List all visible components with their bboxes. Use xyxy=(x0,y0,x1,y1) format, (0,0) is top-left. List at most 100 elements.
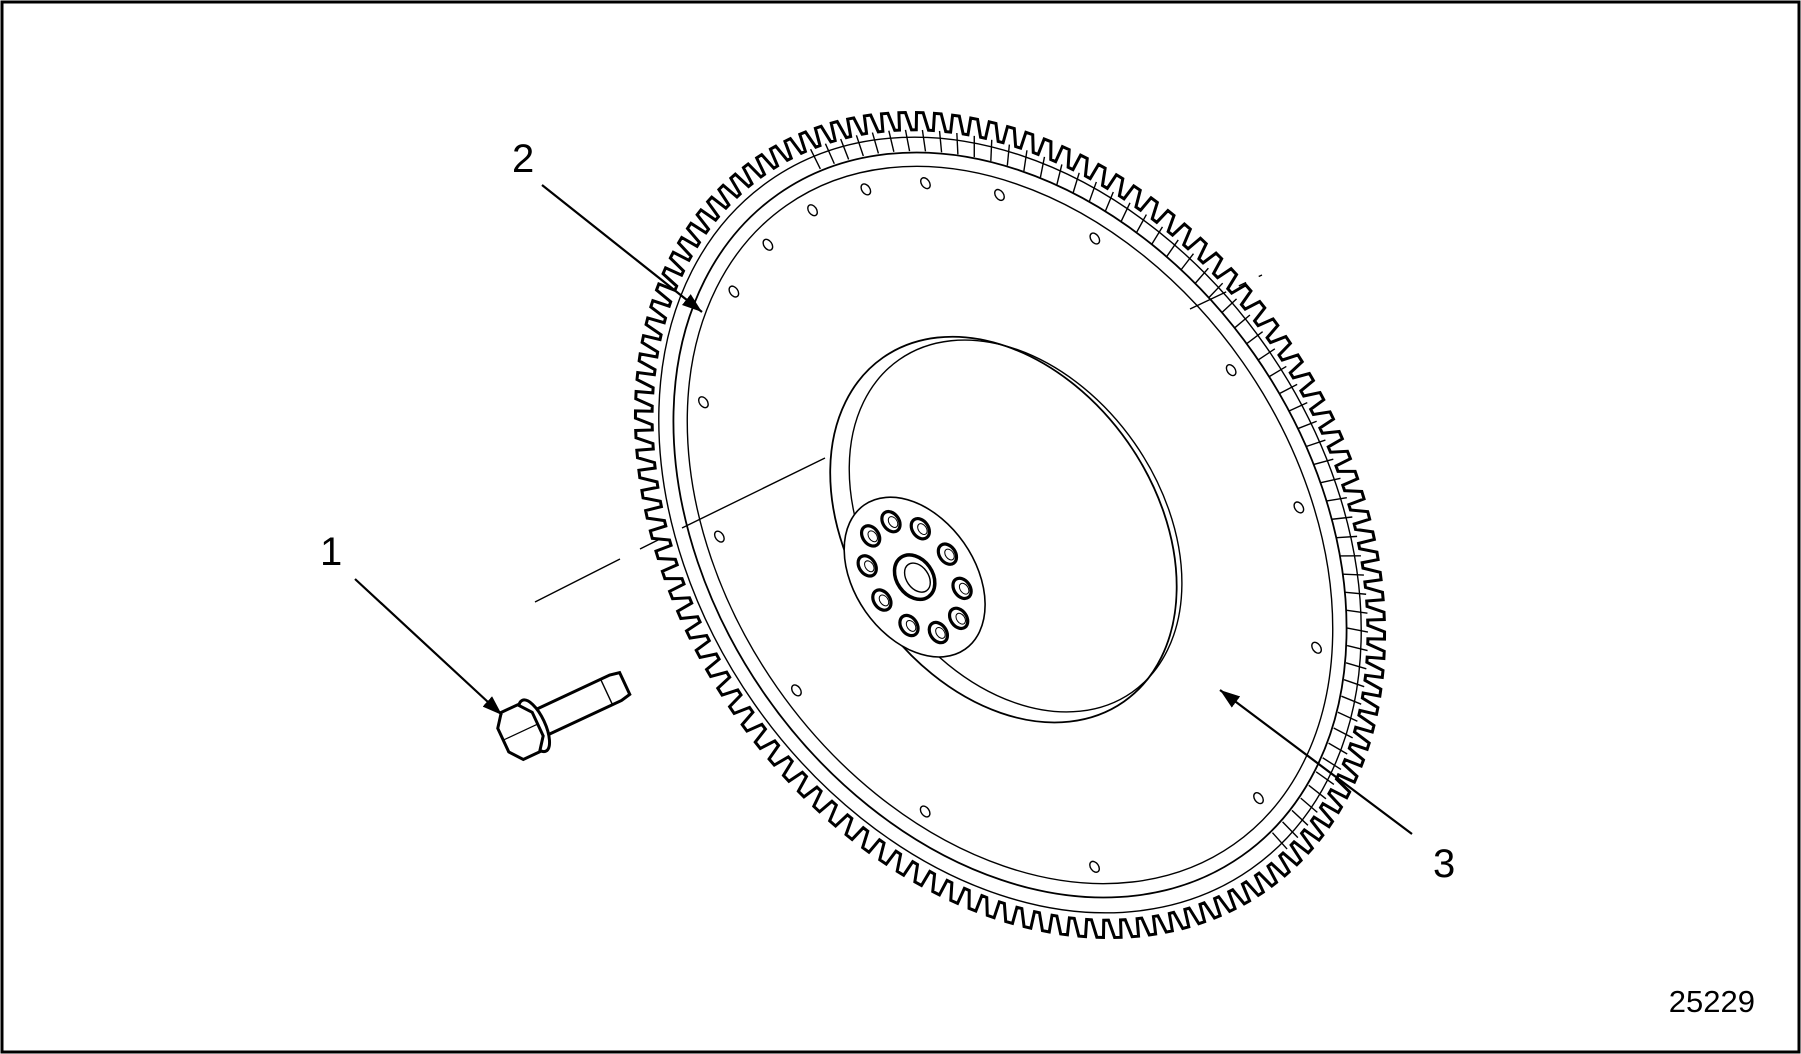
gear-tooth-side xyxy=(1345,591,1367,595)
rim-hole xyxy=(1225,364,1237,377)
rim-hole xyxy=(919,177,931,190)
gear-tooth-side xyxy=(855,135,864,157)
gear-tooth-side xyxy=(1320,477,1341,484)
gear-tooth-side xyxy=(1347,627,1369,633)
rim-hole xyxy=(790,684,802,697)
gear-tooth-side xyxy=(1343,573,1364,576)
callout-arrow-2 xyxy=(541,184,703,313)
rim-hole xyxy=(1293,501,1305,514)
gear-tooth-side xyxy=(1104,191,1114,212)
gear-tooth-side xyxy=(1306,439,1326,448)
callout-arrow-1 xyxy=(354,578,503,716)
gear-tooth-side xyxy=(1313,458,1334,466)
callout-label-2: 2 xyxy=(512,137,534,181)
gear-tooth-side xyxy=(1257,348,1276,361)
gear-tooth-side xyxy=(871,132,880,154)
hub-bolt-hole-bore xyxy=(905,619,917,632)
gear-tooth-side xyxy=(840,138,850,160)
gear-tooth-side xyxy=(1072,172,1080,193)
gear-tooth-side xyxy=(1039,156,1046,178)
gear-tooth-side xyxy=(809,148,821,170)
gear-tooth-side xyxy=(1194,267,1209,284)
gear-tooth-side xyxy=(1343,679,1365,688)
gear-tooth-side xyxy=(1333,727,1353,739)
gear-tooth-side xyxy=(888,130,895,152)
gear-tooth-side xyxy=(1337,711,1358,722)
hub-bolt-hole-bore xyxy=(867,530,878,543)
bolt-shank xyxy=(533,670,632,738)
rim-hole xyxy=(1089,860,1101,873)
flywheel-outer-rim xyxy=(672,151,1348,899)
rim-hole xyxy=(807,204,818,217)
rim-hole xyxy=(860,183,872,196)
figure-number: 25229 xyxy=(1669,984,1755,1019)
flywheel xyxy=(633,110,1387,940)
flywheel-rim-holes xyxy=(697,177,1323,873)
bolt xyxy=(496,670,632,762)
gear-tooth-side xyxy=(1341,695,1362,705)
gear-tooth-side xyxy=(1023,150,1028,172)
gear-tooth-side xyxy=(1221,298,1238,314)
gear-tooth-side xyxy=(1326,496,1347,502)
hub-bolt-hole-bore xyxy=(878,594,890,607)
hub-bolt-hole-bore xyxy=(935,627,946,639)
rim-hole xyxy=(713,530,725,543)
bolt-head-edge xyxy=(502,723,538,741)
gear-tooth-side xyxy=(1288,402,1308,412)
gear-tooth-side xyxy=(1006,144,1011,166)
gear-tooth-side xyxy=(1180,253,1195,271)
gear-tooth-side xyxy=(1308,784,1327,800)
gear-tooth-side xyxy=(1328,742,1348,755)
rim-hole xyxy=(1089,232,1101,245)
center-line-rear xyxy=(1189,274,1263,310)
center-line-front xyxy=(534,457,826,603)
gear-tooth-side xyxy=(1271,832,1288,850)
gear-tooth-side xyxy=(1291,809,1309,826)
flywheel-inner-rim xyxy=(686,165,1334,885)
hub-bolt-hole-bore xyxy=(955,612,966,625)
ring-gear-side xyxy=(658,129,1369,914)
gear-tooth-side xyxy=(1315,771,1335,786)
gear-tooth-side xyxy=(1151,226,1164,245)
gear-tooth-side xyxy=(1246,331,1264,345)
bolt-thread-start xyxy=(600,678,614,705)
rim-hole xyxy=(1311,641,1323,654)
gear-tooth-side xyxy=(1322,757,1342,771)
gear-tooth-side xyxy=(1136,214,1147,233)
gear-tooth-side xyxy=(1331,516,1353,520)
pilot-bore-inner xyxy=(903,562,931,593)
callout-label-3: 3 xyxy=(1433,842,1455,886)
gear-tooth-side xyxy=(1088,181,1097,202)
hub-bolt-hole-bore xyxy=(864,560,875,573)
hub-bolt-hole-bore xyxy=(958,582,970,595)
gear-tooth-side xyxy=(921,129,927,152)
gear-tooth-side xyxy=(1297,420,1317,430)
gear-tooth-side xyxy=(1340,555,1361,557)
crankshaft-bolt-holes xyxy=(856,509,973,645)
gear-tooth-side xyxy=(973,135,975,158)
gear-tooth-side xyxy=(1279,383,1298,395)
gear-tooth-side xyxy=(1336,535,1358,539)
rim-hole xyxy=(994,188,1005,202)
rim-hole xyxy=(762,238,774,251)
gear-tooth-side xyxy=(990,139,993,161)
gear-tooth-side xyxy=(938,130,943,153)
gear-tooth-side xyxy=(1345,662,1367,670)
gear-tooth-side xyxy=(1166,239,1179,257)
gear-tooth-side xyxy=(1346,644,1368,652)
gear-tooth-side xyxy=(956,132,959,155)
rim-hole xyxy=(919,805,931,818)
hub-bolt-hole-bore xyxy=(917,523,928,536)
gear-tooth-side xyxy=(1120,202,1131,222)
gear-tooth-side xyxy=(824,143,835,165)
gear-tooth-side xyxy=(1282,821,1299,839)
gear-tooth-side xyxy=(1208,282,1224,299)
hub-bolt-hole-bore xyxy=(887,516,899,528)
gear-tooth-side xyxy=(904,129,911,152)
rim-hole xyxy=(728,285,740,298)
gear-tooth-side xyxy=(1056,164,1063,185)
gear-tooth-side xyxy=(1268,365,1287,378)
gear-tooth-side xyxy=(1346,609,1368,614)
